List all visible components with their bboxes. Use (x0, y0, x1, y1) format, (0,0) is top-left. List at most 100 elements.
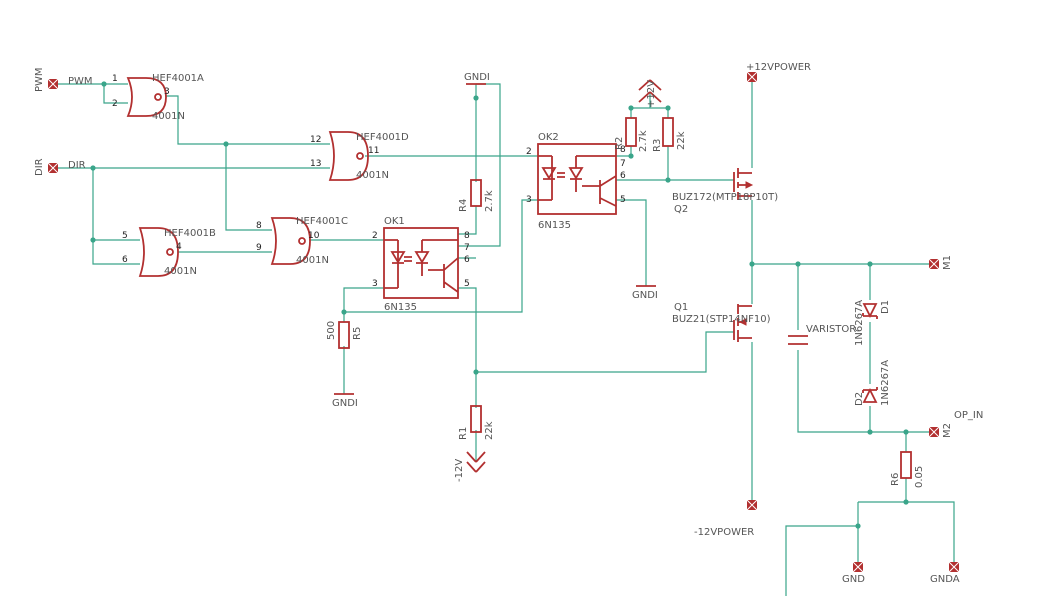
r4-name: R4 (458, 199, 469, 212)
gate-a-name: HEF4001A (152, 73, 204, 84)
junction-dot (665, 177, 671, 183)
ok2-pin7: 7 (620, 159, 626, 169)
inverter-bubble (298, 237, 306, 245)
junction-dot (855, 523, 861, 529)
gate-c-pin10: 10 (308, 231, 320, 241)
r6-name: R6 (890, 473, 901, 486)
varistor[interactable]: VARISTOR (788, 324, 856, 345)
gate-b-pin4: 4 (176, 242, 182, 252)
junction-dot (665, 105, 671, 111)
gate-a-pin3: 3 (164, 87, 170, 97)
junction-dot (223, 141, 229, 147)
gate-d-value: 4001N (356, 170, 389, 181)
junction-dot (903, 429, 909, 435)
led-icon (390, 251, 406, 264)
ok2-value: 6N135 (538, 220, 571, 231)
gnda-label: GNDA (930, 574, 960, 585)
junction-dot (90, 237, 96, 243)
junction-dot (101, 81, 107, 87)
gndi-symbol-ok2: GNDI (632, 285, 658, 301)
junctions (90, 81, 909, 529)
diode-d2[interactable]: D2 1N6267A (854, 360, 891, 406)
net-labels: PWM PWM DIR DIR +12VPOWER -12VPOWER M1 M… (34, 62, 983, 585)
pad-minus12vpower[interactable] (746, 499, 758, 511)
d2-name: D2 (854, 392, 865, 406)
ok1-pin2: 2 (372, 231, 378, 241)
gndi-symbol-r5: GNDI (332, 393, 358, 409)
resistor-r6[interactable]: R6 0.05 (890, 451, 925, 488)
ok2-name: OK2 (538, 132, 559, 143)
gate-b-value: 4001N (164, 266, 197, 277)
gate-hef4001c[interactable]: HEF4001C 4001N 8 9 10 (256, 216, 348, 266)
junction-dot (90, 165, 96, 171)
resistor-r3[interactable]: R3 22k (652, 117, 687, 152)
q1-name: Q1 (674, 302, 688, 313)
ok2-pin6: 6 (620, 171, 626, 181)
plus12vpower-label: +12VPOWER (746, 62, 811, 73)
gate-a-pin1: 1 (112, 74, 118, 84)
inverter-bubble (166, 248, 174, 256)
gate-c-pin8: 8 (256, 221, 262, 231)
minus12v-label: -12V (454, 459, 465, 482)
q2-name: Q2 (674, 204, 688, 215)
pads (47, 71, 960, 573)
pad-pwm[interactable] (47, 78, 59, 90)
optocoupler-ok1[interactable]: OK1 6N135 2 3 8 7 6 5 (372, 216, 470, 313)
r2-value: 2.7k (638, 130, 649, 152)
r1-name: R1 (458, 427, 469, 440)
plus12v-label: +12V (646, 80, 657, 108)
gate-d-pin13: 13 (310, 159, 321, 169)
gate-c-pin9: 9 (256, 243, 262, 253)
gate-b-pin5: 5 (122, 231, 128, 241)
pad-pwm-label: PWM (34, 67, 45, 92)
photodiode-icon (568, 156, 584, 192)
pad-gnda[interactable] (948, 561, 960, 573)
diode-d1[interactable]: 1N6267A D1 (854, 300, 891, 346)
resistor-r4[interactable]: R4 2.7k (458, 179, 495, 212)
net-pwm-label: PWM (68, 76, 93, 87)
inverter-bubble (154, 93, 162, 101)
r5-name: R5 (352, 327, 363, 340)
junction-dot (341, 309, 347, 315)
gate-c-value: 4001N (296, 255, 329, 266)
d2-value: 1N6267A (880, 360, 891, 406)
mosfet-q2[interactable]: BUZ172(MTP18P10T) Q2 (672, 168, 778, 215)
gate-a-value: 4001N (152, 111, 185, 122)
gate-c-name: HEF4001C (296, 216, 348, 227)
gate-d-pin12: 12 (310, 135, 321, 145)
gate-a-pin2: 2 (112, 99, 118, 109)
gate-hef4001a[interactable]: HEF4001A 4001N 1 2 3 (112, 73, 204, 122)
ok2-pin8: 8 (620, 145, 626, 155)
r3-name: R3 (652, 139, 663, 152)
m2-label: M2 (942, 423, 953, 438)
ok1-name: OK1 (384, 216, 405, 227)
junction-dot (473, 95, 479, 101)
pad-gnd[interactable] (852, 561, 864, 573)
ok2-pin2: 2 (526, 147, 532, 157)
d1-value: 1N6267A (854, 300, 865, 346)
resistor-r1[interactable]: R1 22k (458, 405, 495, 440)
junction-dot (867, 429, 873, 435)
gate-hef4001b[interactable]: HEF4001B 4001N 5 6 4 (122, 227, 216, 277)
ok1-pin3: 3 (372, 279, 378, 289)
pad-m1[interactable] (928, 258, 940, 270)
gndi-label-top: GNDI (464, 72, 490, 83)
pad-m2[interactable] (928, 426, 940, 438)
gate-hef4001d[interactable]: HEF4001D 4001N 12 13 11 (310, 131, 409, 181)
pad-plus12vpower[interactable] (746, 71, 758, 83)
mosfet-q1[interactable]: Q1 BUZ21(STP14NF10) (672, 302, 771, 342)
q2-value: BUZ172(MTP18P10T) (672, 192, 778, 203)
gate-d-pin11: 11 (368, 146, 379, 156)
resistor-r2[interactable]: R2 2.7k (614, 117, 649, 152)
resistor-r5[interactable]: 500 R5 (326, 321, 363, 349)
inverter-bubble (356, 152, 364, 160)
net-dir-label: DIR (68, 160, 86, 171)
pad-dir[interactable] (47, 162, 59, 174)
ok1-pin5: 5 (464, 279, 470, 289)
r2-name: R2 (614, 137, 625, 150)
gndi-symbol-top: GNDI (464, 72, 490, 85)
ok1-pin8: 8 (464, 231, 470, 241)
r1-value: 22k (484, 421, 495, 440)
optocoupler-ok2[interactable]: OK2 6N135 2 3 8 7 6 5 (526, 132, 626, 231)
